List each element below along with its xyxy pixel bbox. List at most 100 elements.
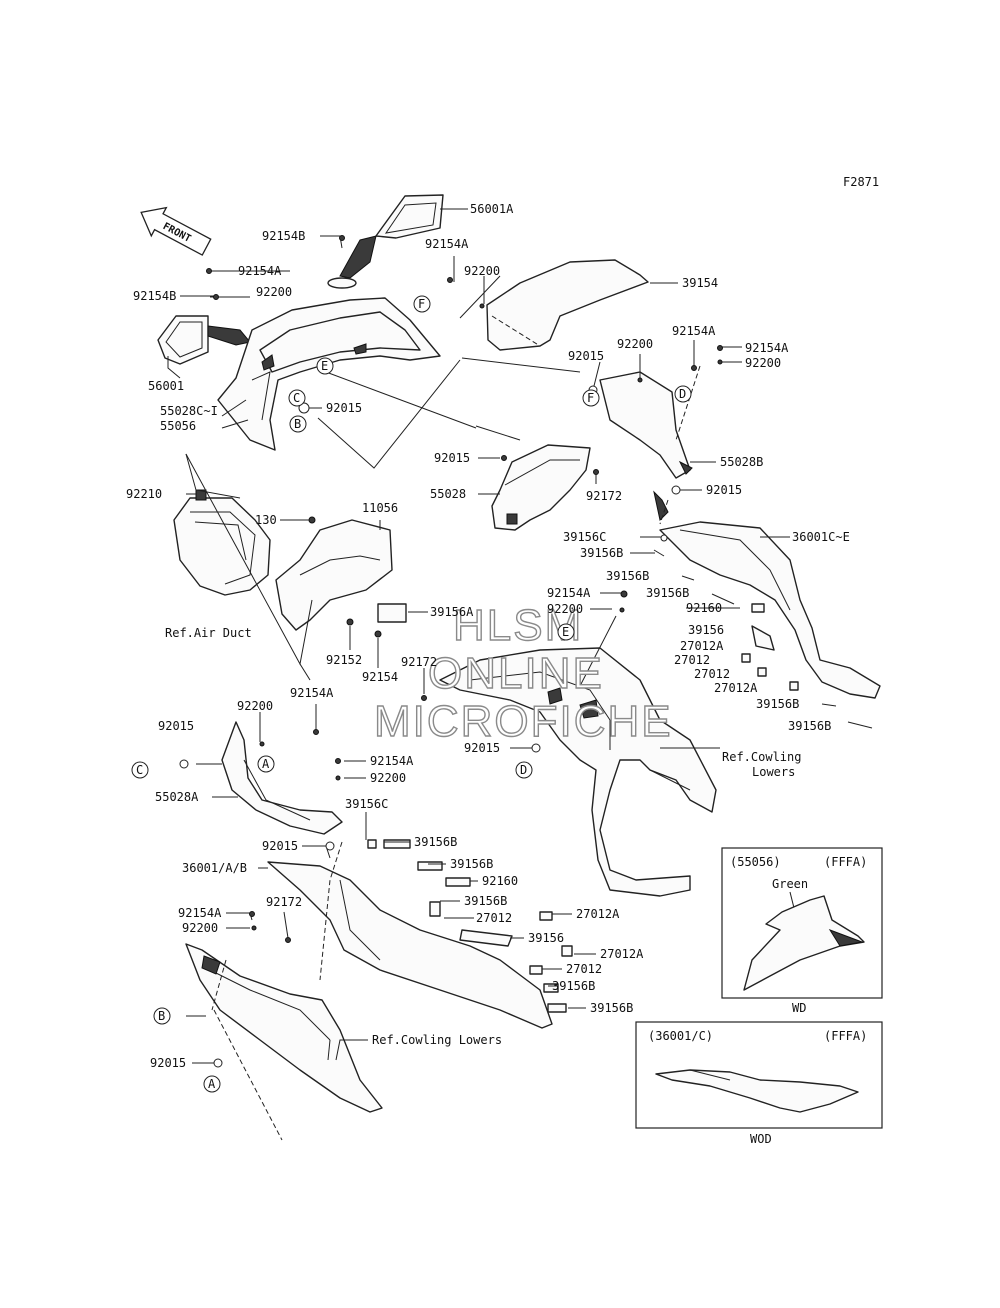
svg-text:F: F (587, 391, 594, 405)
watermark-line-1: HLSM (453, 601, 583, 650)
upper-cowl (217, 297, 441, 451)
part-label: 92200 (370, 771, 406, 785)
part-label: 92200 (464, 264, 500, 278)
part-label: 39156A (430, 605, 474, 619)
part-label: 39156C (345, 797, 388, 811)
part-label: 92172 (586, 489, 622, 503)
side-cowling-36001C-E (659, 521, 881, 699)
part-label: 55028C~I (160, 404, 218, 418)
part-label: 92200 (256, 285, 292, 299)
part-label: 39156B (414, 835, 457, 849)
inner-panel-55028B (599, 371, 691, 479)
part-label: 92160 (686, 601, 722, 615)
part-label: 27012A (714, 681, 758, 695)
svg-text:D: D (520, 763, 527, 777)
svg-text:E: E (321, 359, 328, 373)
part-label: 92172 (266, 895, 302, 909)
part-label: 92015 (434, 451, 470, 465)
part-label: 92210 (126, 487, 162, 501)
svg-text:B: B (294, 417, 301, 431)
part-label: 92154A (547, 586, 591, 600)
svg-text:B: B (158, 1009, 165, 1023)
part-label: 27012 (674, 653, 710, 667)
part-label: 92154 (362, 670, 398, 684)
watermark-line-3: MICROFICHE (374, 697, 673, 746)
part-label: 39156B (756, 697, 799, 711)
ref-air-duct: Ref.Air Duct (165, 626, 252, 640)
part-label: 92200 (182, 921, 218, 935)
ref-cowling-lowers-2: Lowers (752, 765, 795, 779)
svg-text:(55056): (55056) (730, 855, 781, 869)
windshield (486, 259, 649, 351)
part-label: 39156B (590, 1001, 633, 1015)
part-label: 27012 (566, 962, 602, 976)
part-label: 27012A (680, 639, 724, 653)
part-label: 39156B (464, 894, 507, 908)
inset-wod: (36001/C) (FFFA) WOD (635, 1021, 883, 1146)
circle-markers: F E C B F D E D A C B A (131, 295, 692, 1093)
part-label: 39156B (552, 979, 595, 993)
connector-lines (185, 275, 701, 1141)
part-label: 92154A (425, 237, 469, 251)
part-label: 92154A (672, 324, 716, 338)
front-arrow-icon: FRONT (140, 206, 212, 256)
part-label: 92152 (326, 653, 362, 667)
part-label: 92154A (290, 686, 334, 700)
part-label: 92160 (482, 874, 518, 888)
part-label: 39156 (528, 931, 564, 945)
inner-bracket-55028 (491, 444, 591, 531)
watermark-line-2: ONLINE (428, 649, 604, 698)
part-label: 92015 (326, 401, 362, 415)
part-label: 92015 (706, 483, 742, 497)
part-label: 92154B (133, 289, 176, 303)
air-duct (173, 489, 271, 596)
inset-wd: (55056) (FFFA) Green WD (721, 847, 883, 1015)
svg-text:(FFFA): (FFFA) (824, 1029, 867, 1043)
svg-text:Green: Green (772, 877, 808, 891)
part-label: 39156 (688, 623, 724, 637)
part-label: 56001A (470, 202, 514, 216)
inner-panel-55028A (221, 721, 343, 835)
part-label: 39156B (646, 586, 689, 600)
part-label: 39154 (682, 276, 718, 290)
part-label: 92154A (745, 341, 789, 355)
svg-text:D: D (679, 387, 686, 401)
part-label: 36001C~E (792, 530, 850, 544)
svg-text:A: A (262, 757, 270, 771)
svg-text:(FFFA): (FFFA) (824, 855, 867, 869)
part-labels: 56001A 92154B 92154A 92154B 92200 56001 … (126, 202, 850, 1070)
svg-text:A: A (208, 1077, 216, 1091)
mirror-right (327, 194, 444, 289)
side-cowling-36001AB (267, 861, 553, 1029)
watermark: HLSM ONLINE MICROFICHE (373, 600, 673, 746)
part-label: 11056 (362, 501, 398, 515)
part-label: 27012A (576, 907, 620, 921)
part-label: 55028A (155, 790, 199, 804)
part-label: 92015 (158, 719, 194, 733)
part-label: 39156B (606, 569, 649, 583)
part-label: 130 (255, 513, 277, 527)
decal-pieces (367, 549, 873, 1013)
part-label: 92154B (262, 229, 305, 243)
svg-text:E: E (562, 625, 569, 639)
svg-text:C: C (136, 763, 143, 777)
part-label: 92154A (370, 754, 414, 768)
part-label: 92200 (547, 602, 583, 616)
lower-left-panel (185, 943, 383, 1113)
part-label: 92154A (238, 264, 282, 278)
svg-text:WOD: WOD (750, 1132, 772, 1146)
part-label: 92015 (262, 839, 298, 853)
part-label: 39156B (580, 546, 623, 560)
part-label: 92154A (178, 906, 222, 920)
part-label: 55028B (720, 455, 763, 469)
part-label: 39156B (788, 719, 831, 733)
part-label: 92200 (745, 356, 781, 370)
part-label: 36001/A/B (182, 861, 247, 875)
meter-cover-11056 (275, 519, 393, 631)
svg-text:(36001/C): (36001/C) (648, 1029, 713, 1043)
part-label: 39156C (563, 530, 606, 544)
leader-lines (167, 208, 790, 1064)
part-label: 92015 (568, 349, 604, 363)
svg-text:F: F (418, 297, 425, 311)
